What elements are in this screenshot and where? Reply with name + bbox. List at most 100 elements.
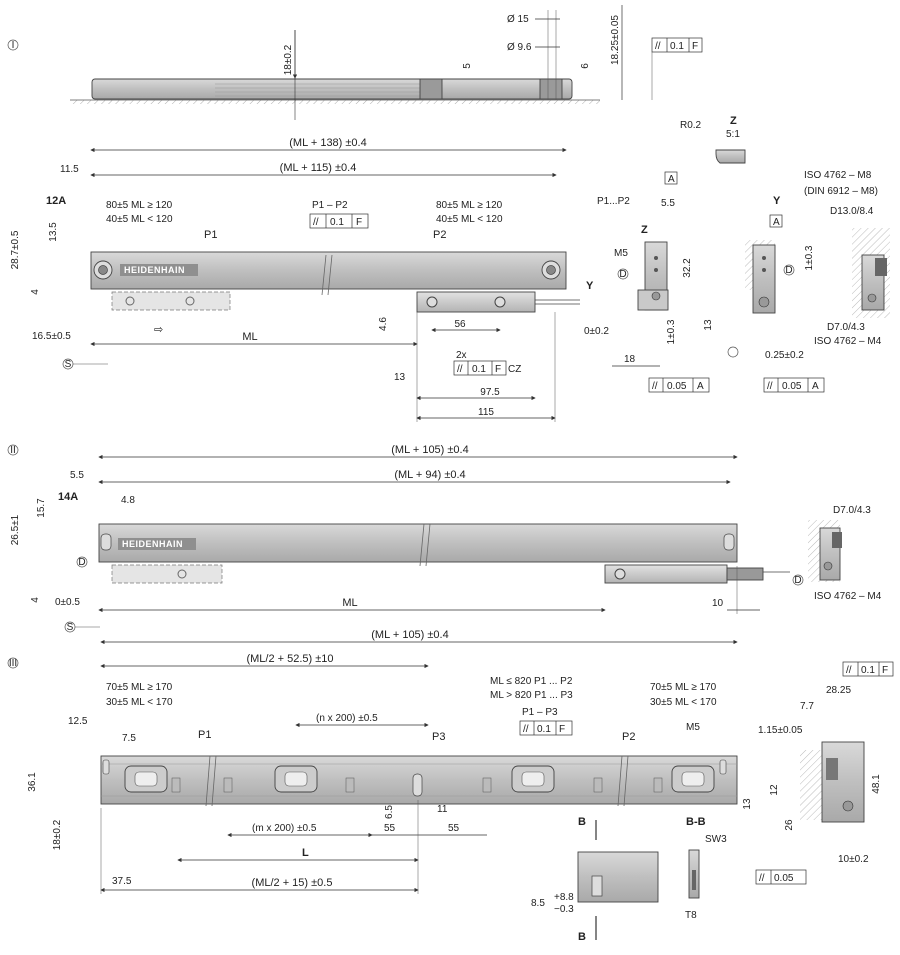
svg-text://: //	[655, 41, 661, 52]
label-iso-m4-v2: ISO 4762 – M4	[814, 591, 882, 602]
svg-text:0.1: 0.1	[670, 41, 684, 52]
label-2x: 2x	[456, 350, 467, 361]
dim-55b: 55	[448, 823, 460, 834]
range2-b: 40±5 ML < 120	[436, 214, 503, 225]
dim-1825: 18.25±0.05	[610, 15, 621, 65]
label-z: Z	[641, 224, 648, 236]
tolerance-frame-parallel: // 0.1 F	[651, 37, 703, 53]
svg-text:F: F	[356, 217, 362, 228]
dim-4-v2: 4	[30, 597, 41, 603]
dim-ml-v2: ML	[342, 597, 357, 609]
dim-8-5: 8.5	[531, 898, 545, 909]
svg-text:F: F	[692, 41, 698, 52]
dim-7-5: 7.5	[122, 733, 136, 744]
dim-0-0-2: 0±0.2	[584, 326, 609, 337]
label-p3: P3	[432, 731, 445, 743]
svg-text:F: F	[559, 724, 565, 735]
dim-15-7: 15.7	[36, 498, 47, 518]
dim-97-5: 97.5	[480, 387, 500, 398]
tol-plus: +8.8	[554, 892, 574, 903]
svg-text://: //	[313, 217, 319, 228]
dim-26-side: 26	[784, 819, 795, 831]
label-p1: P1	[204, 229, 217, 241]
dim-28-7: 28.7±0.5	[10, 230, 21, 269]
label-p2-v3: P2	[622, 731, 635, 743]
label-p1p2: P1 – P2	[312, 200, 348, 211]
tolerance-frame-v1: // 0.1 F	[309, 213, 369, 229]
dim-nx200: (n x 200) ±0.5	[316, 713, 378, 724]
svg-text://: //	[457, 364, 463, 375]
label-iso-m4: ISO 4762 – M4	[814, 336, 882, 347]
dim-16-5: 16.5±0.5	[32, 331, 71, 342]
tolerance-frame-v3: // 0.1 F	[519, 720, 573, 736]
dim-ml105-v2: (ML + 105) ±0.4	[391, 444, 468, 456]
iso-detail-v1: ISO 4762 – M8 (DIN 6912 – M8) D13.0/8.4 …	[804, 170, 890, 347]
dim-mlhalf15: (ML/2 + 15) ±0.5	[252, 877, 333, 889]
dim-11-5: 11.5	[60, 164, 79, 175]
dim-4-8: 4.8	[121, 495, 135, 506]
svg-text://: //	[652, 381, 658, 392]
dim-0-0-5: 0±0.5	[55, 597, 80, 608]
view3-front: (ML + 105) ±0.4 (ML/2 + 52.5) ±10 70±5 M…	[27, 629, 753, 894]
svg-text:⇨: ⇨	[154, 324, 163, 336]
svg-text:0.1: 0.1	[537, 724, 551, 735]
dim-11: 11	[437, 804, 448, 815]
label-d7: D7.0/4.3	[827, 322, 865, 333]
svg-text://: //	[767, 381, 773, 392]
dim-ml: ML	[242, 331, 257, 343]
dim-ml94: (ML + 94) ±0.4	[394, 469, 465, 481]
dim-37-5: 37.5	[112, 876, 132, 887]
dim-56: 56	[454, 319, 466, 330]
dim-6-5: 6.5	[384, 805, 395, 819]
dim-1-0-3-y: 1±0.3	[804, 245, 815, 270]
label-b-top: B	[578, 816, 586, 828]
section-bb: B 8.5 +8.8 −0.3 B B-B SW3 T8	[531, 816, 727, 943]
view2-front: (ML + 105) ±0.4 (ML + 94) ±0.4 5.5 14A 4…	[10, 444, 790, 633]
brand-logo-v2: HEIDENHAIN	[122, 539, 183, 549]
dim-ml115: (ML + 115) ±0.4	[280, 162, 357, 174]
label-m5-v3: M5	[686, 722, 700, 733]
dim-13: 13	[394, 372, 406, 383]
tolerance-frame-2x: // 0.1 F CZ	[453, 360, 521, 376]
label-p1p2-section: P1...P2	[597, 196, 630, 207]
dim-1-0-3: 1±0.3	[666, 319, 677, 344]
view3-side-section: // 0.1 F 7.7 28.25 1.15±0.05 12 48.1 26 …	[755, 661, 894, 885]
range3-a: 70±5 ML ≥ 170	[106, 682, 173, 693]
dim-ml105-v3: (ML + 105) ±0.4	[371, 629, 448, 641]
dim-mlhalf525: (ML/2 + 52.5) ±10	[246, 653, 333, 665]
label-12a: 12A	[46, 195, 66, 207]
svg-text:CZ: CZ	[508, 364, 521, 375]
svg-text:F: F	[882, 665, 888, 676]
label-p2: P2	[433, 229, 446, 241]
dim-mx200: (m x 200) ±0.5	[252, 823, 317, 834]
tolerance-frame-v3-side: // 0.1 F	[842, 661, 894, 677]
svg-text:0.1: 0.1	[330, 217, 344, 228]
dim-13-z: 13	[703, 319, 714, 331]
svg-text:0.1: 0.1	[861, 665, 875, 676]
label-b-bot: B	[578, 931, 586, 943]
tolerance-frame-v3-side-2: // 0.05	[755, 869, 807, 885]
view-y-arrow-label: Y	[586, 280, 594, 292]
range2-a: 80±5 ML ≥ 120	[436, 200, 503, 211]
svg-text:D: D	[619, 269, 626, 280]
dim-48-1: 48.1	[871, 774, 882, 794]
svg-text:A: A	[697, 381, 704, 392]
dim-18: 18±0.2	[283, 44, 294, 75]
tolerance-frame-z: // 0.05 A	[648, 377, 710, 393]
dim-phi15: Ø 15	[507, 14, 529, 25]
svg-text:S: S	[65, 359, 72, 370]
label-d13: D13.0/8.4	[830, 206, 874, 217]
section-3-label: III	[9, 658, 17, 669]
detail-z-title: Z	[730, 115, 737, 127]
label-14a: 14A	[58, 491, 78, 503]
dim-115: 115	[478, 407, 494, 418]
svg-text:A: A	[773, 217, 780, 228]
dim-13-v3: 13	[742, 798, 753, 810]
dim-4-6: 4.6	[378, 317, 389, 331]
range4-b: 30±5 ML < 170	[650, 697, 717, 708]
label-sw3: SW3	[705, 834, 727, 845]
svg-text:D: D	[794, 575, 801, 586]
dim-18-z: 18	[624, 354, 636, 365]
dim-32-2: 32.2	[682, 258, 693, 278]
tolerance-frame-y: // 0.05 A	[763, 377, 825, 393]
